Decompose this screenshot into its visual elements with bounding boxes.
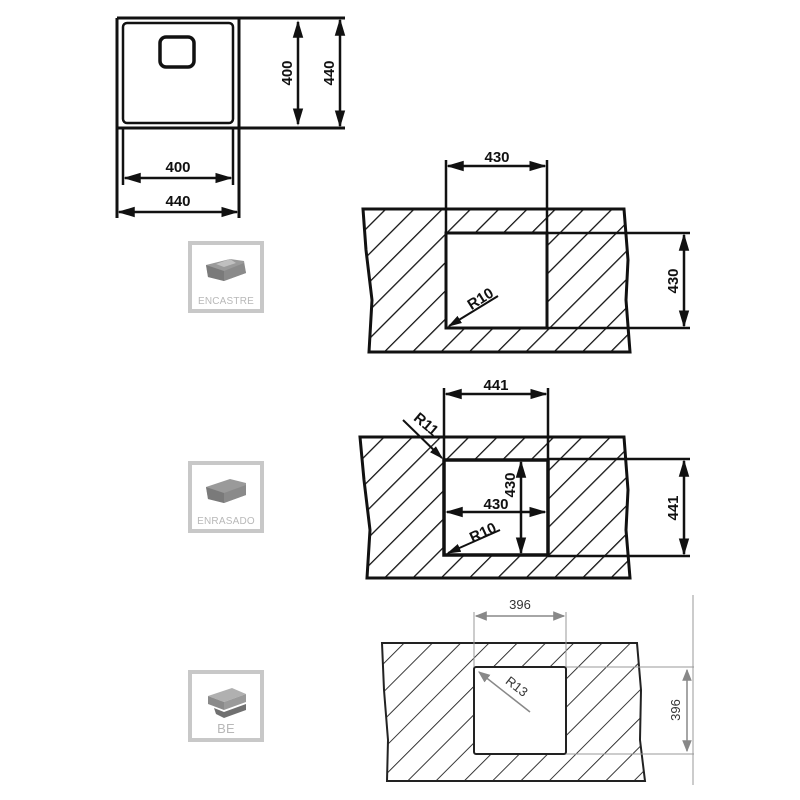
enrasado-inner-height-label: 430 bbox=[502, 472, 519, 497]
badge-encastre-label: ENCASTRE bbox=[197, 296, 255, 307]
countertop-undermount-icon bbox=[208, 688, 246, 718]
enrasado-outer-height-label: 441 bbox=[665, 495, 682, 520]
cutout-encastre: 430 430 R10 bbox=[361, 149, 690, 354]
top-inner-height-label: 400 bbox=[279, 60, 296, 85]
badge-encastre: ENCASTRE bbox=[188, 241, 264, 313]
cutout-enrasado: 441 441 430 430 R11 R10 bbox=[358, 377, 690, 580]
enrasado-inner-width-label: 430 bbox=[483, 496, 508, 513]
cutout-be: 396 396 R13 bbox=[380, 595, 694, 785]
encastre-width-label: 430 bbox=[484, 149, 509, 166]
badge-be-label: BE bbox=[217, 721, 235, 736]
enrasado-outer-width-label: 441 bbox=[483, 377, 508, 394]
badge-enrasado: ENRASADO bbox=[188, 461, 264, 533]
countertop-inset-icon bbox=[206, 259, 246, 281]
top-inner-width-label: 400 bbox=[165, 159, 190, 176]
be-height-label: 396 bbox=[668, 699, 683, 721]
badge-be: BE bbox=[188, 670, 264, 742]
enrasado-outer-radius-label: R11 bbox=[410, 409, 441, 439]
badge-enrasado-label: ENRASADO bbox=[197, 516, 255, 527]
countertop-flush-icon bbox=[206, 479, 246, 503]
top-outer-height-label: 440 bbox=[321, 60, 338, 85]
top-outer-width-label: 440 bbox=[165, 193, 190, 210]
be-width-label: 396 bbox=[509, 597, 531, 612]
top-view: 400 440 400 440 bbox=[115, 16, 346, 218]
encastre-height-label: 430 bbox=[665, 268, 682, 293]
